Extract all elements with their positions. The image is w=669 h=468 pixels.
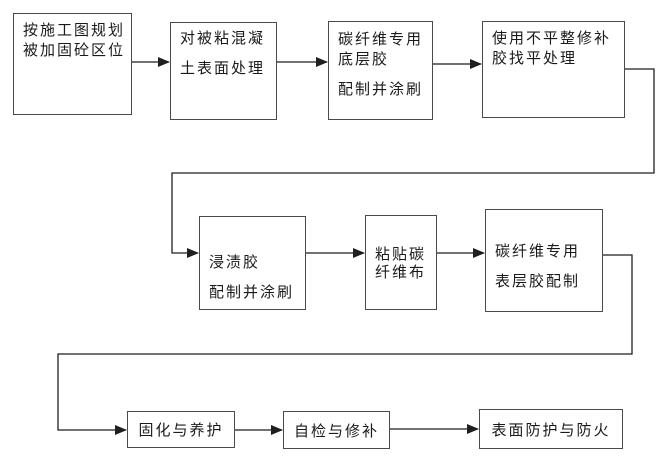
step-text-line: 被加固砼区位 [23,41,126,59]
step-box-self-inspection: 自检与修补 [283,411,390,449]
connector-topcoat-to-curing [57,254,633,435]
step-text-line: 固化与养护 [138,421,224,439]
step-text-line: 土表面处理 [180,59,266,77]
step-text-line: 胶找平处理 [492,49,578,67]
step-box-plan-region: 按施工图规划 被加固砼区位 [13,13,132,115]
step-box-curing: 固化与养护 [127,411,235,448]
step-box-leveling: 使用不平整修补 胶找平处理 [482,21,625,118]
step-text-line: 自检与修补 [293,421,379,440]
step-text-line: 浸渍胶 [209,253,261,271]
connector-leveling-to-impregnation [171,68,655,258]
step-text-line: 底层胶 [338,50,390,68]
step-text-line: 对被粘混凝 [180,29,266,47]
step-text-line: 碳纤维专用 [338,30,424,48]
step-box-impregnation-glue: 浸渍胶 配制并涂刷 [199,216,306,310]
step-text-line: 配制并涂刷 [209,283,295,301]
step-box-primer-glue: 碳纤维专用 底层胶 配制并涂刷 [328,21,433,120]
step-text-line: 表面防护与防火 [491,420,611,439]
step-text-line: 碳纤维专用 [495,242,581,260]
step-text-line: 粘贴碳 [375,245,427,263]
step-text-line: 按施工图规划 [23,21,126,39]
step-box-top-coat-glue: 碳纤维专用 表层胶配制 [485,209,603,312]
step-text-line: 使用不平整修补 [492,29,612,47]
step-text-line: 配制并涂刷 [338,80,424,98]
step-text-line: 表层胶配制 [495,272,581,290]
step-text-line: 纤维布 [375,263,427,281]
step-box-surface-treatment: 对被粘混凝 土表面处理 [170,22,277,120]
step-box-paste-cfrp: 粘贴碳 纤维布 [365,215,437,310]
step-box-surface-protection: 表面防护与防火 [479,409,623,449]
